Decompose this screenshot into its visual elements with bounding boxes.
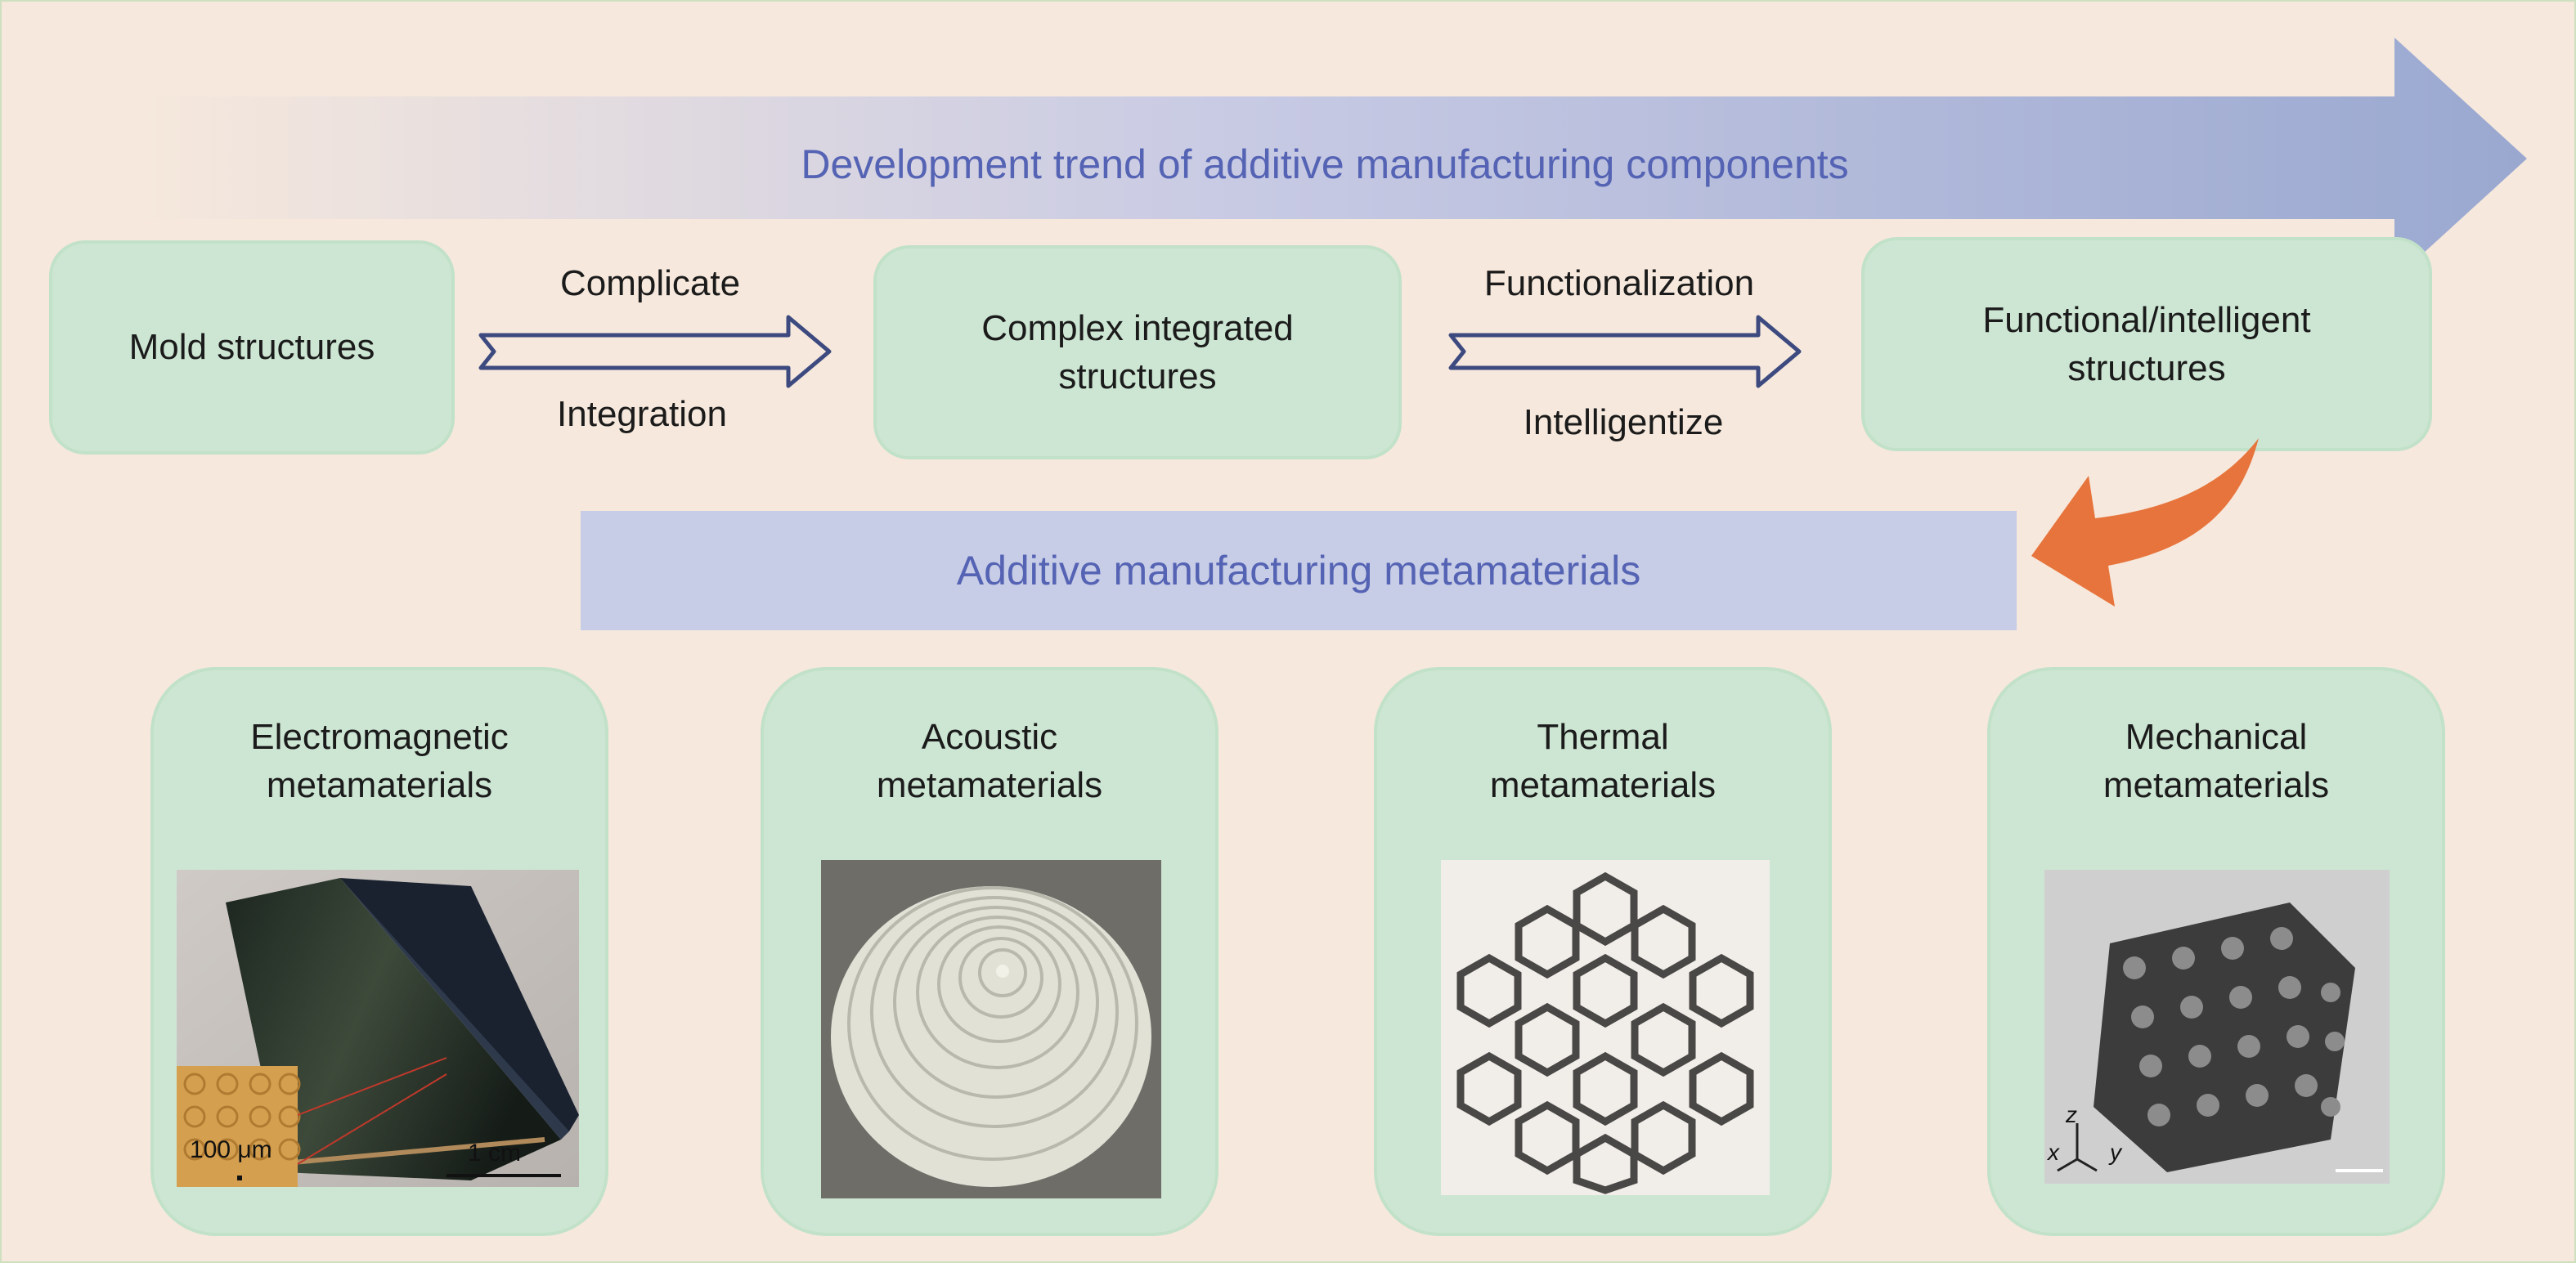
stage-label-line1: Mold structures (128, 327, 375, 368)
card-title-line1: Acoustic (921, 717, 1058, 757)
acoustic-sample-image (821, 860, 1161, 1198)
card-title: Electromagnetic metamaterials (154, 713, 605, 810)
scale-label-inset: 100 μm (190, 1136, 272, 1163)
transition-arrow-2 (1448, 315, 1802, 388)
card-title-line2: metamaterials (266, 765, 493, 806)
thermal-sample-image (1441, 860, 1770, 1195)
metamaterials-band: Additive manufacturing metamaterials (581, 511, 2017, 630)
transition-1-below: Integration (557, 394, 727, 434)
stage-functional-intelligent-structures: Functional/intelligent structures (1861, 237, 2432, 451)
trend-title: Development trend of additive manufactur… (801, 141, 1849, 187)
card-title-line2: metamaterials (876, 765, 1103, 806)
stage-mold-structures: Mold structures (49, 240, 455, 455)
trend-arrow (131, 38, 2527, 280)
scale-label-main: 1 cm (468, 1140, 522, 1167)
axis-label-x: x (2048, 1140, 2059, 1165)
electromagnetic-sample-image: 100 μm 1 cm (177, 870, 579, 1187)
axis-label-y: y (2110, 1140, 2121, 1165)
stage-label-line1: Complex integrated (981, 307, 1294, 348)
curved-arrow (2031, 438, 2259, 607)
stage-label-line1: Functional/intelligent (1982, 299, 2311, 340)
transition-1-above: Complicate (559, 263, 741, 303)
transition-arrow-1 (478, 315, 832, 388)
card-title-line1: Electromagnetic (250, 717, 509, 757)
stage-label-line2: structures (2067, 348, 2226, 388)
card-title: Mechanical metamaterials (1990, 713, 2442, 810)
card-title: Acoustic metamaterials (764, 713, 1215, 810)
card-title: Thermal metamaterials (1377, 713, 1829, 810)
stage-complex-integrated-structures: Complex integrated structures (873, 245, 1402, 459)
mechanical-sample-image: z x y (2044, 870, 2390, 1184)
card-title-line2: metamaterials (2103, 765, 2330, 806)
card-title-line1: Thermal (1537, 717, 1669, 757)
axis-label-z: z (2066, 1102, 2077, 1127)
card-title-line2: metamaterials (1489, 765, 1717, 806)
stage-label-line2: structures (1058, 356, 1217, 396)
transition-2-below: Intelligentize (1523, 402, 1724, 442)
card-title-line1: Mechanical (2125, 717, 2308, 757)
transition-2-above: Functionalization (1483, 263, 1755, 303)
